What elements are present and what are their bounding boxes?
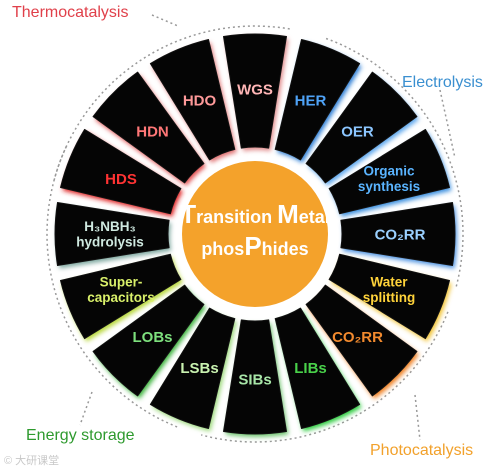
segment-label: HDS: [105, 171, 137, 188]
segment-shape: [340, 202, 456, 266]
segment-shape: [60, 128, 182, 215]
segment-label: LOBs: [132, 329, 172, 346]
category-energy-storage: Energy storage: [26, 427, 135, 444]
segment-label: Organic: [363, 164, 415, 179]
segment-2: HDO: [149, 39, 237, 163]
segment-shape: [328, 253, 450, 340]
segment-13: LOBs: [92, 284, 206, 399]
center-hub: [182, 161, 328, 307]
connector-photocatalysis-arc: [201, 311, 449, 443]
segment-shape: [92, 284, 205, 397]
segment-label: HDN: [136, 124, 169, 141]
watermark: © 大研课堂: [4, 455, 60, 467]
segment-11: SIBs: [223, 319, 289, 437]
segment-shape: [54, 202, 170, 266]
segment-ring: HDSHDNHDOWGSHEROEROrganicsynthesisCO₂RRW…: [54, 33, 457, 437]
category-electrolysis: Electrolysis: [402, 74, 483, 91]
segment-label: synthesis: [358, 179, 420, 194]
segment-10: LIBs: [274, 307, 362, 432]
segment-shape: [274, 307, 361, 429]
segment-1: HDN: [92, 71, 206, 186]
connector-photocatalysis-lead: [414, 394, 421, 441]
segment-shape: [223, 33, 287, 149]
segment-label: LSBs: [180, 360, 218, 377]
segment-label: LIBs: [294, 360, 327, 377]
segment-label: capacitors: [87, 290, 155, 305]
segment-label: hydrolysis: [76, 235, 144, 250]
segment-label: CO₂RR: [332, 329, 383, 346]
segment-label: Super-: [100, 275, 143, 290]
segment-shape: [223, 319, 287, 435]
segment-3: WGS: [223, 33, 289, 152]
segment-shape: [149, 39, 236, 161]
connector-energy-lead: [79, 391, 93, 426]
segment-label: HDO: [183, 92, 217, 109]
segment-shape: [92, 71, 205, 184]
segment-shape: [274, 39, 361, 161]
segment-7: CO₂RR: [340, 202, 457, 269]
segment-label: splitting: [363, 290, 416, 305]
segment-shape: [305, 71, 418, 184]
segment-5: OER: [305, 71, 419, 186]
segment-label: CO₂RR: [375, 226, 426, 243]
segment-shape: [60, 253, 182, 340]
segment-label: Water: [370, 275, 408, 290]
segment-12: LSBs: [149, 307, 237, 432]
segment-14: Super-capacitors: [60, 253, 183, 342]
category-photocatalysis: Photocatalysis: [370, 442, 474, 459]
segment-shape: [328, 128, 450, 215]
category-thermocatalysis: Thermocatalysis: [12, 4, 129, 21]
segment-label: OER: [341, 124, 374, 141]
segment-shape: [149, 307, 236, 429]
segment-4: HER: [274, 39, 362, 163]
segment-9: CO₂RR: [305, 284, 419, 399]
connector-electrolysis-lead: [439, 89, 456, 159]
segment-shape: [305, 284, 418, 397]
connector-thermocatalysis-lead: [151, 14, 179, 27]
segment-label: HER: [295, 92, 327, 109]
segment-label: WGS: [237, 81, 273, 98]
segment-0: HDS: [60, 128, 183, 217]
segment-label: SIBs: [238, 371, 271, 388]
dotted-connectors: [46, 14, 464, 443]
segment-label: H₃NBH₃: [84, 219, 135, 234]
